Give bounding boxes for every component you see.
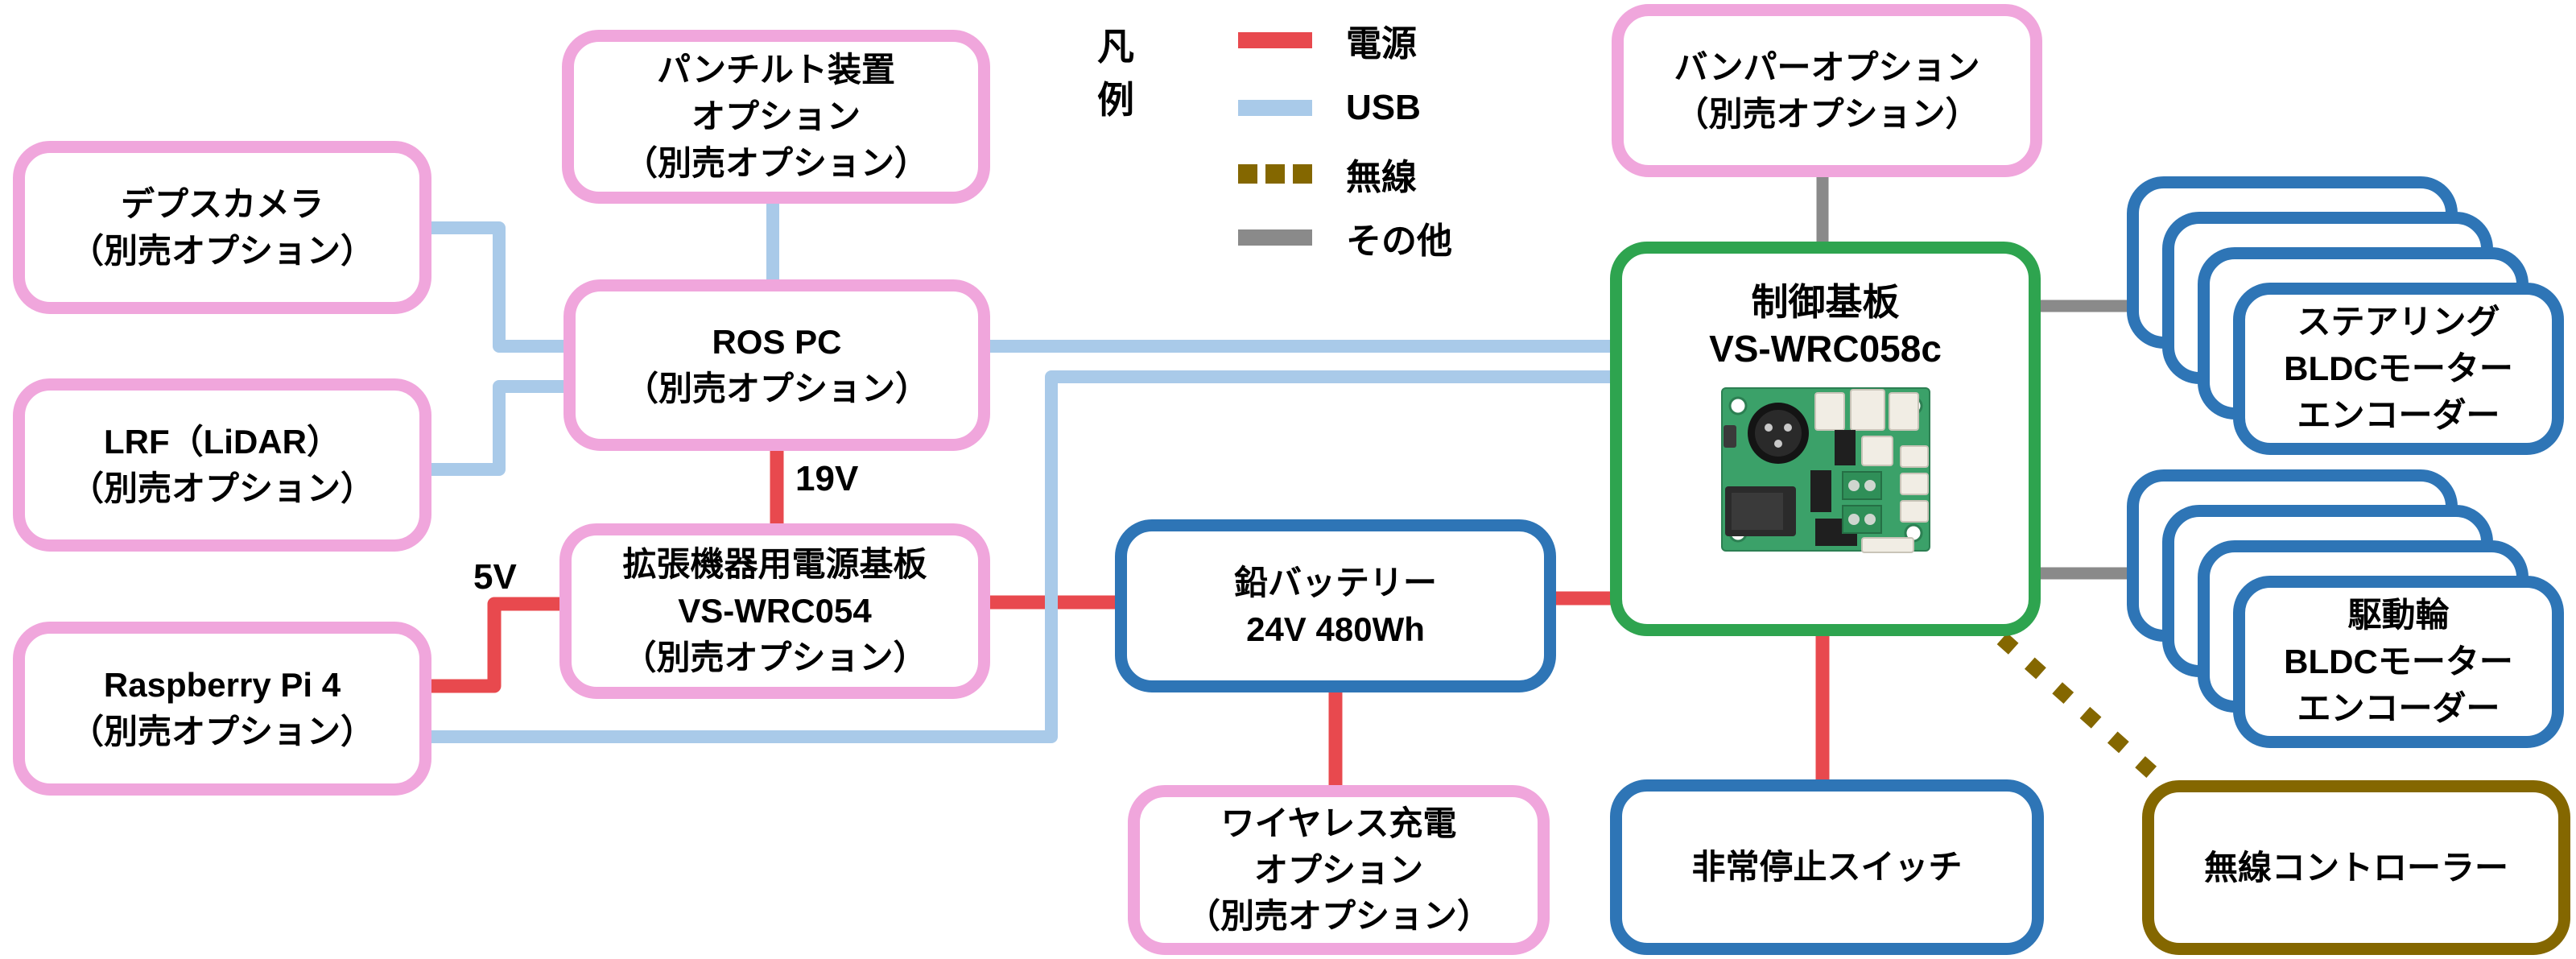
legend-row-usb: USB [1238,88,1421,127]
wire-usb-raspberrypi-to-controlboard [427,370,1616,743]
legend-row-other: その他 [1238,220,1452,261]
legend-swatch-wireless [1238,164,1312,184]
node-wireless-controller: 無線コントローラー [2142,780,2570,955]
node-depth-camera: デプスカメラ （別売オプション） [13,141,431,314]
node-ros-pc: ROS PC （別売オプション） [564,279,990,451]
node-control-board: 制御基板 VS-WRC058c [1610,242,2041,636]
legend-label-other: その他 [1346,221,1452,261]
legend-label-usb: USB [1346,88,1421,127]
label-19v: 19V [795,459,859,498]
control-board-title: 制御基板 VS-WRC058c [1709,281,1942,370]
legend-label-wireless: 無線 [1346,158,1417,197]
legend-swatch-power [1238,32,1312,48]
legend-swatch-other [1238,229,1312,246]
wire-wireless-controlboard-to-controller [1996,632,2181,800]
node-emergency-stop: 非常停止スイッチ [1610,779,2044,955]
legend-swatch-usb [1238,100,1312,116]
node-lrf: LRF（LiDAR） （別売オプション） [13,378,431,552]
label-5v: 5V [473,557,517,597]
wire-usb-lrf-to-rospc [427,380,568,476]
node-battery: 鉛バッテリー 24V 480Wh [1115,519,1556,692]
node-raspberry-pi: Raspberry Pi 4 （別売オプション） [13,622,431,796]
control-board-pcb-photo [1720,387,1930,553]
legend-label-power: 電源 [1346,24,1417,64]
control-board-content: 制御基板 VS-WRC058c [1622,254,2029,554]
node-drive-motor: 駆動輪 BLDCモーター エンコーダー [2233,576,2564,748]
legend-row-power: 電源 [1238,23,1417,64]
node-pan-tilt: パンチルト装置 オプション （別売オプション） [562,30,990,204]
wire-usb-depthcamera-to-rospc [427,221,568,353]
node-wireless-charger: ワイヤレス充電 オプション （別売オプション） [1128,785,1550,955]
node-steering-motor: ステアリング BLDCモーター エンコーダー [2233,283,2564,455]
legend-row-wireless: 無線 [1238,156,1417,197]
legend-title: 凡例 [1097,26,1134,121]
node-power-board: 拡張機器用電源基板 VS-WRC054 （別売オプション） [559,523,990,699]
wire-power-raspberrypi-to-powerboard [431,597,564,693]
node-bumper: バンパーオプション （別売オプション） [1612,4,2042,177]
